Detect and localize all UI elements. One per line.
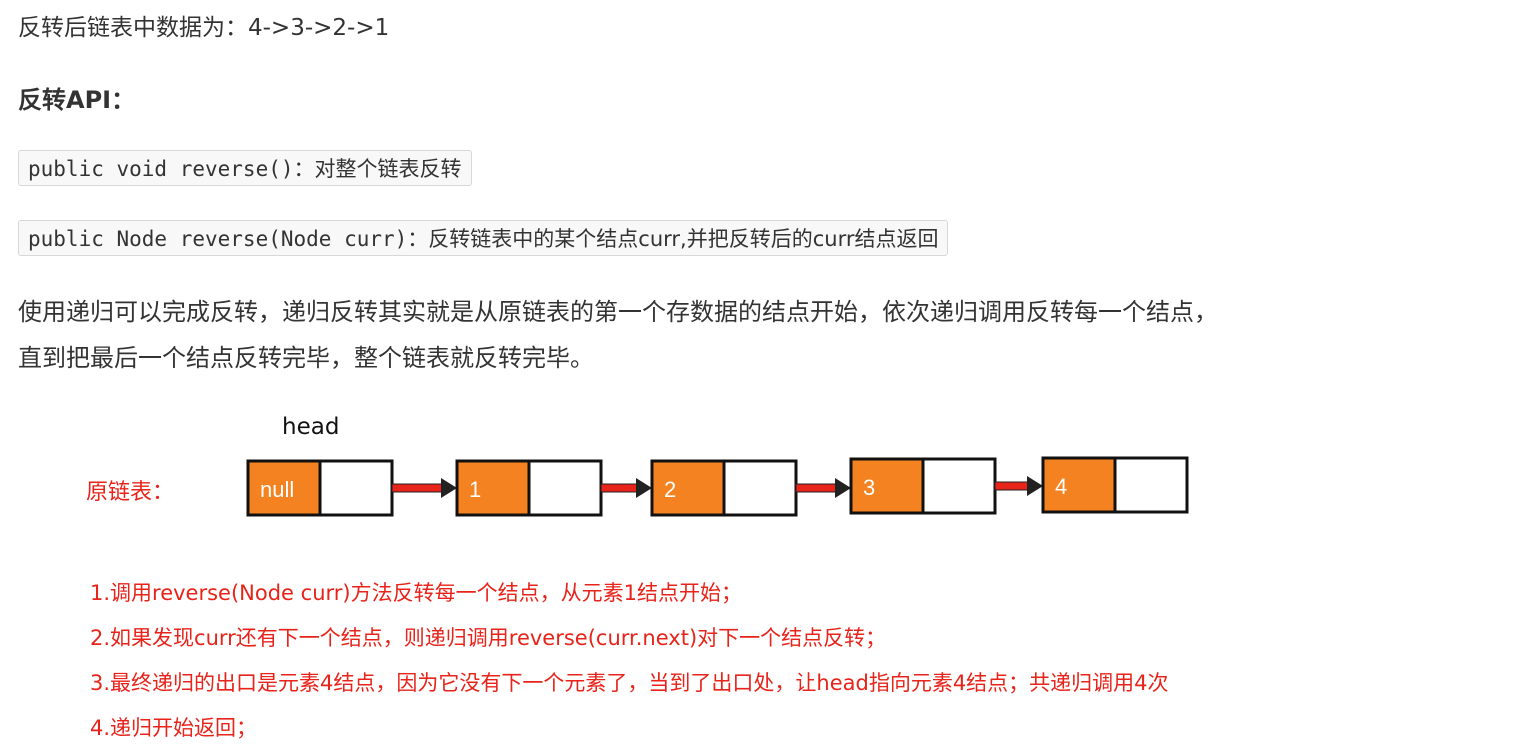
reverse-api-heading: 反转API： [18,86,136,114]
list-node: 3 [849,457,997,515]
node-next-cell [527,459,603,517]
head-label: head [282,414,340,440]
list-node: 2 [650,459,798,517]
node-value: 3 [863,475,875,500]
original-list-label: 原链表： [86,480,175,505]
next-arrow [994,476,1043,496]
api-reverse-all: public void reverse()：对整个链表反转 [18,150,472,186]
api-reverse-node-desc: ：反转链表中的某个结点curr,并把反转后的curr结点返回 [407,227,939,251]
node-value: 4 [1055,474,1067,499]
node-value: null [260,477,294,502]
node-next-cell [921,457,997,515]
next-arrow [795,478,851,498]
list-node: null [246,459,394,517]
node-data-cell [455,459,531,517]
node-value: 2 [664,477,676,502]
node-value: 1 [469,477,481,502]
node-data-cell [849,457,925,515]
step-2: 2.如果发现curr还有下一个结点，则递归调用reverse(curr.next… [90,626,887,650]
paragraph-line-1: 使用递归可以完成反转，递归反转其实就是从原链表的第一个存数据的结点开始，依次递归… [18,298,1218,326]
node-data-cell [650,459,726,517]
list-node: 4 [1041,456,1189,514]
api-reverse-node: public Node reverse(Node curr)：反转链表中的某个结… [18,220,949,256]
node-next-cell [318,459,394,517]
next-arrow [391,478,457,498]
node-next-cell [722,459,798,517]
paragraph-line-2: 直到把最后一个结点反转完毕，整个链表就反转完毕。 [18,344,594,372]
node-data-cell [1041,456,1117,514]
node-next-cell [1113,456,1189,514]
step-4: 4.递归开始返回； [90,716,258,740]
step-3: 3.最终递归的出口是元素4结点，因为它没有下一个元素了，当到了出口处，让head… [90,671,1169,695]
reversed-data-line: 反转后链表中数据为：4->3->2->1 [18,15,390,41]
api-reverse-all-desc: ：对整个链表反转 [293,157,462,181]
list-node: 1 [455,459,603,517]
next-arrow [600,478,652,498]
api-reverse-node-code: public Node reverse(Node curr) [28,227,408,251]
step-1: 1.调用reverse(Node curr)方法反转每一个结点，从元素1结点开始… [90,581,742,605]
api-reverse-all-code: public void reverse() [28,157,294,181]
